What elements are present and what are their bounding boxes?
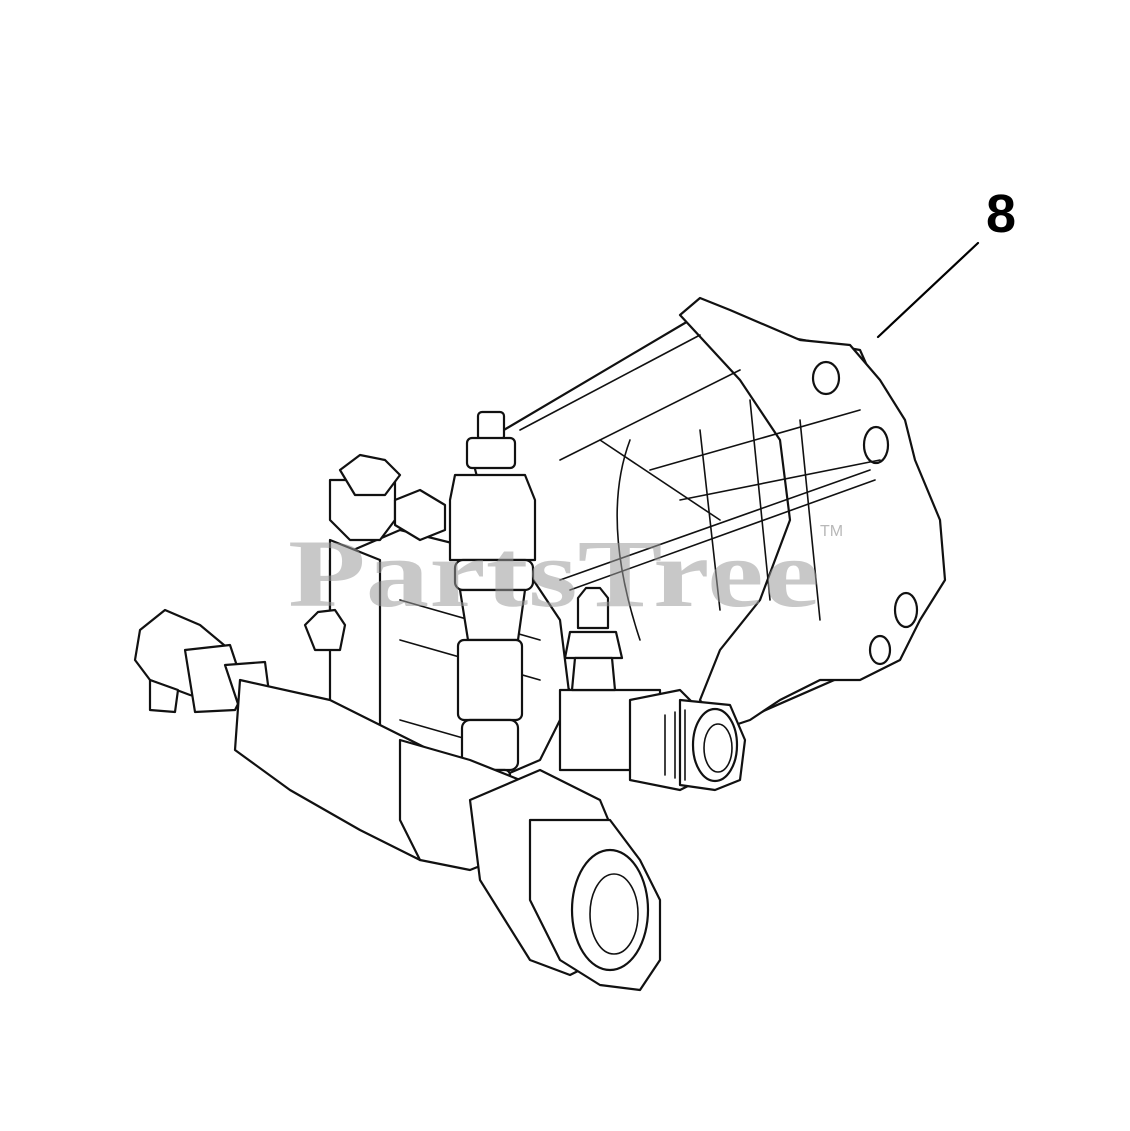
inlet-nut <box>468 768 662 992</box>
watermark-logo: PartsTree <box>288 520 820 627</box>
watermark-trademark: TM <box>820 523 843 540</box>
outlet-fitting <box>558 688 747 792</box>
callout-leader-line <box>876 241 980 339</box>
callout-number-8: 8 <box>986 184 1016 244</box>
hose-nipple <box>563 586 624 692</box>
valve-caps <box>303 453 447 752</box>
